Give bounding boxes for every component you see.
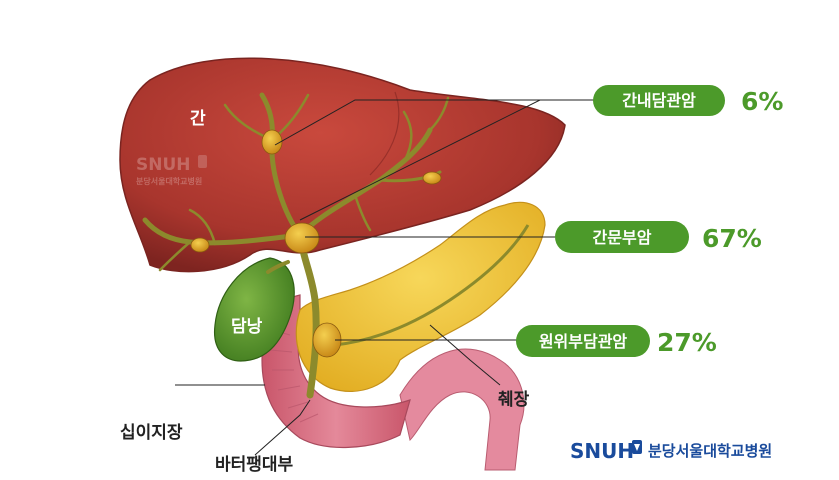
callout-name: 간내담관암: [622, 91, 696, 110]
hospital-logo: SNUH 분당서울대학교병원: [570, 439, 772, 463]
gallbladder-label: 담낭: [231, 317, 263, 337]
duodenum-label: 십이지장: [120, 423, 183, 443]
callout-distal: 원위부담관암 27%: [516, 325, 717, 357]
callout-percent: 27%: [657, 328, 717, 357]
watermark-main: SNUH: [136, 155, 191, 175]
leader-lines: [175, 99, 600, 456]
liver-label: 간: [190, 109, 206, 129]
logo-sub: 분당서울대학교병원: [648, 442, 772, 460]
ampulla-label: 바터팽대부: [215, 455, 294, 475]
watermark-sub: 분당서울대학교병원: [136, 176, 202, 186]
gallbladder: [213, 257, 295, 362]
tumor-intrahepatic-left: [190, 237, 210, 253]
callout-pill: [555, 221, 689, 253]
watermark-emblem: [198, 155, 207, 168]
logo-main: SNUH: [570, 439, 634, 463]
pancreas-label: 췌장: [498, 390, 530, 410]
callout-name: 간문부암: [593, 228, 652, 247]
tumor-intrahepatic-small: [422, 171, 442, 185]
pancreas: [295, 201, 546, 392]
callout-name: 원위부담관암: [539, 332, 628, 351]
tumor-intrahepatic: [261, 129, 283, 155]
callout-percent: 6%: [741, 87, 783, 116]
callout-pill: [593, 85, 725, 116]
tumor-hilar: [284, 222, 320, 254]
callout-percent: 67%: [702, 224, 762, 253]
tumor-masses: [190, 129, 442, 358]
callout-pill: [516, 325, 650, 357]
callout-intrahepatic: 간내담관암 6%: [593, 85, 783, 116]
callout-hilar: 간문부암 67%: [555, 221, 762, 253]
